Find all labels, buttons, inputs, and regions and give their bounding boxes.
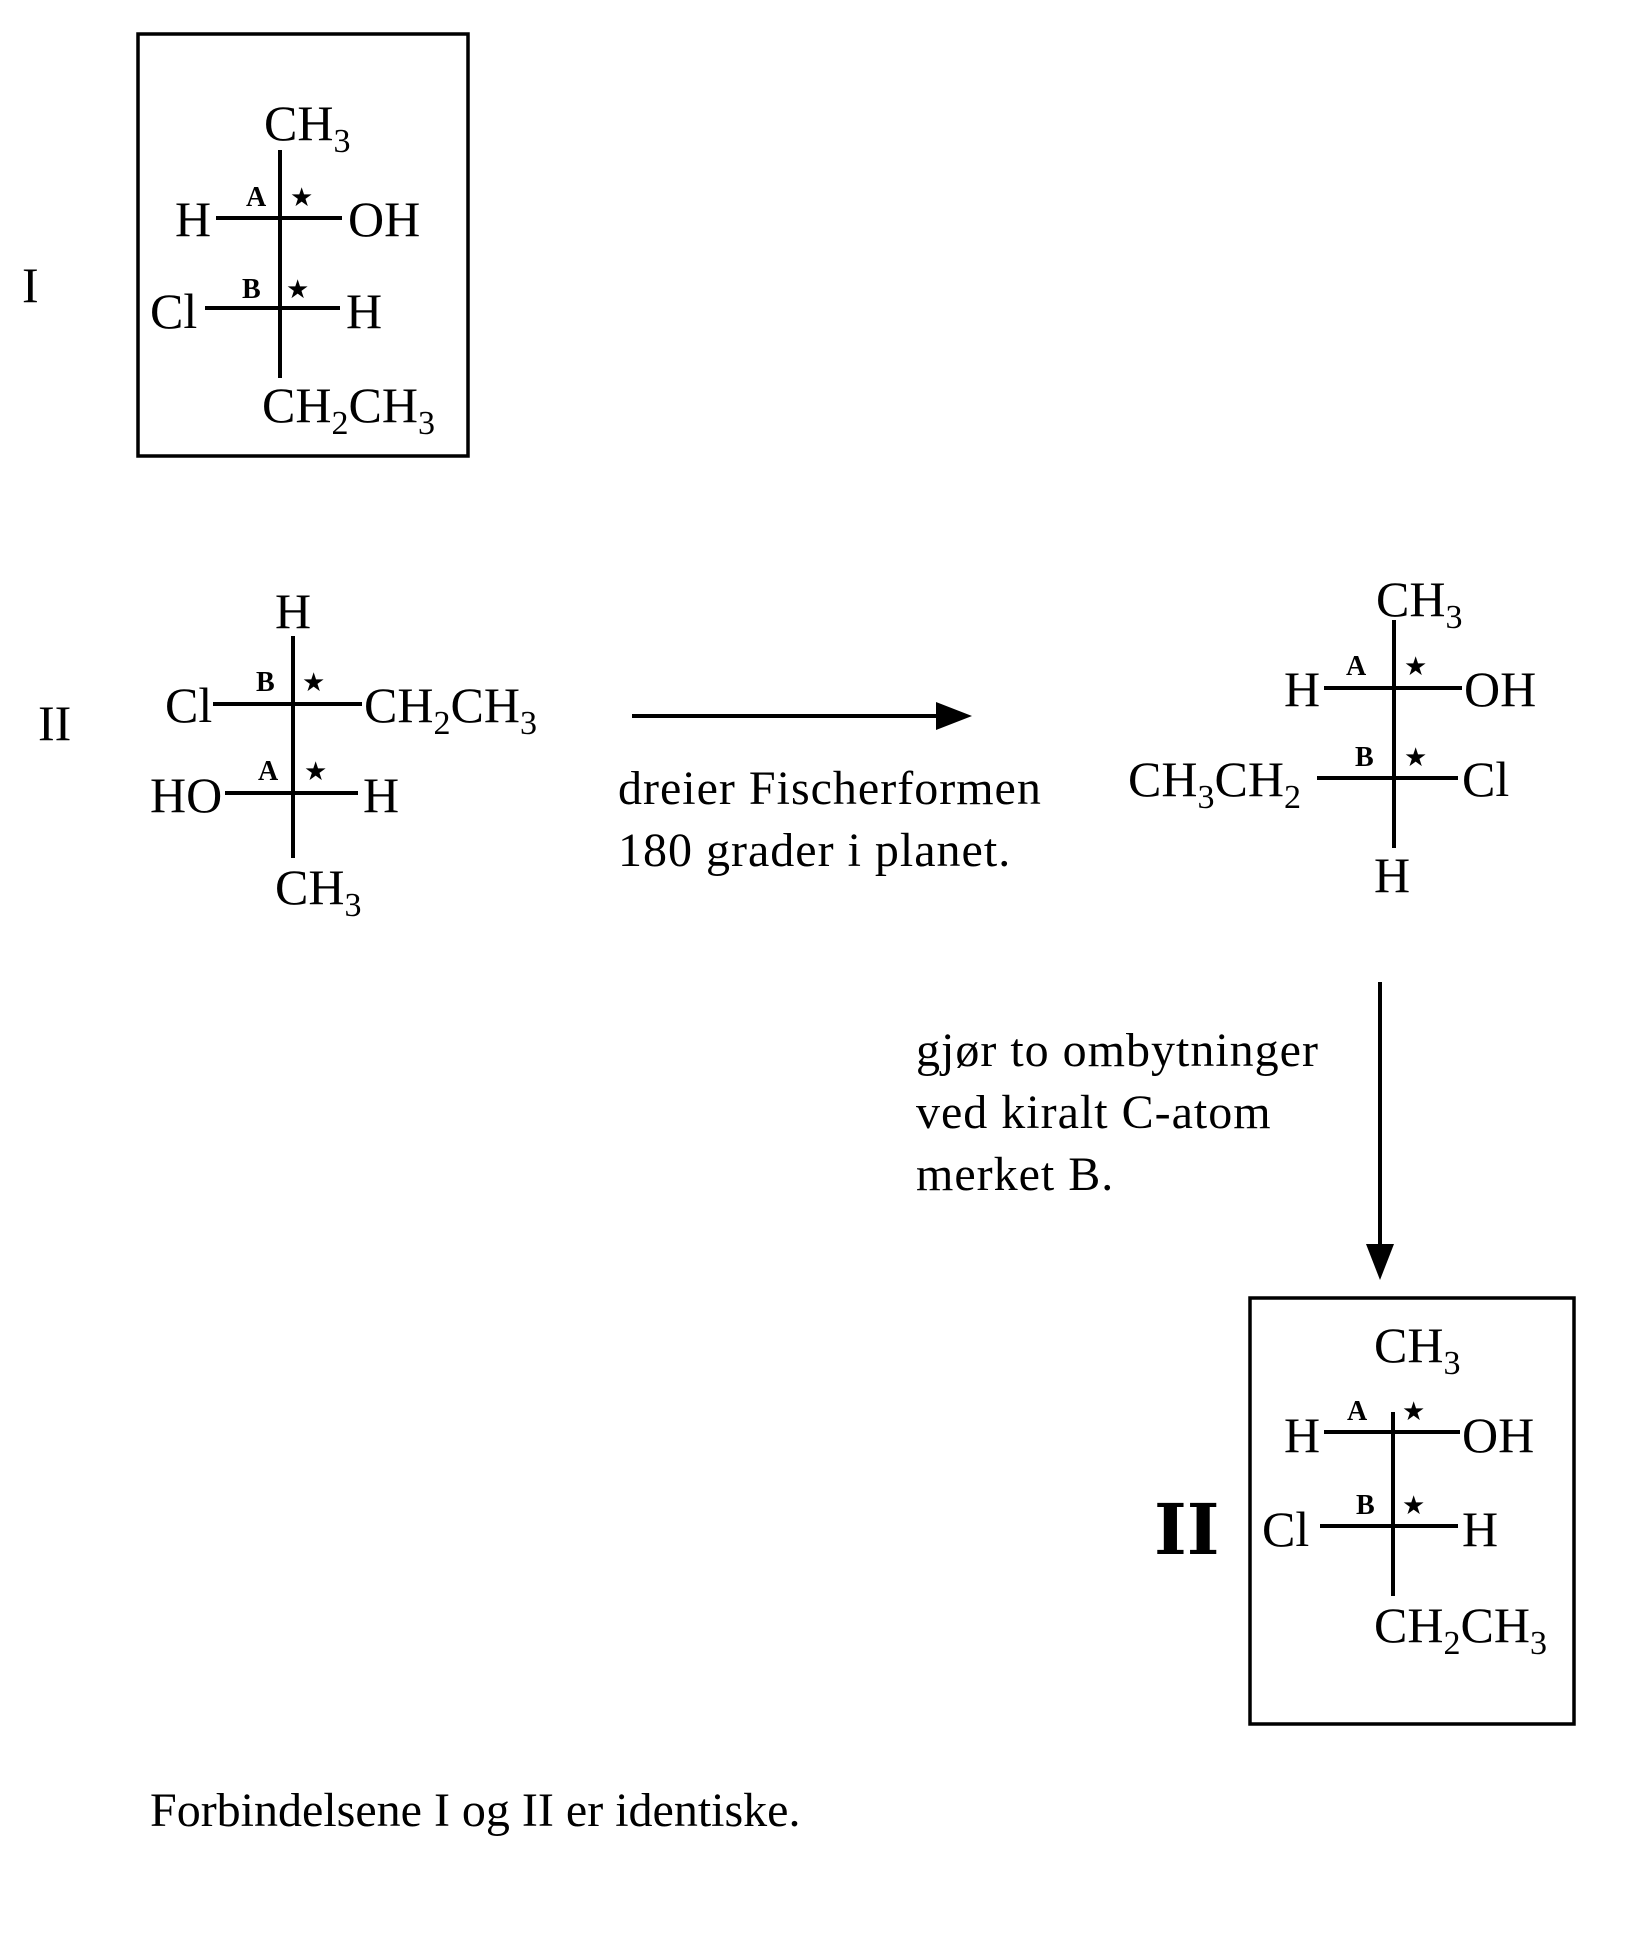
left-substituent: H <box>1284 1407 1320 1463</box>
bottom-group: H <box>1374 847 1410 903</box>
compound-II-box <box>1248 1296 1576 1726</box>
rotate-note-line-1: dreier Fischerformen <box>618 762 1042 815</box>
top-group: H <box>275 583 311 639</box>
chiral-star: ★ <box>1402 1491 1425 1520</box>
center-label-A: A <box>1347 1396 1368 1427</box>
right-substituent: OH <box>1462 1407 1534 1463</box>
fischer-projection-II-final: CH3 H OH A ★ Cl H B ★ CH2CH3 <box>1262 1317 1547 1662</box>
right-substituent: H <box>1462 1501 1498 1557</box>
fischer-projection-II-original: H Cl CH2CH3 B ★ HO H A ★ CH3 <box>150 583 537 924</box>
rotate-note-line-2: 180 grader i planet. <box>618 824 1011 877</box>
chiral-star: ★ <box>1404 743 1427 772</box>
chiral-star: ★ <box>286 275 309 304</box>
bottom-group: CH2CH3 <box>1374 1597 1547 1662</box>
left-substituent: Cl <box>1262 1501 1309 1557</box>
swap-note-line-3: merket B. <box>916 1148 1114 1201</box>
compound-label-I: I <box>22 257 39 313</box>
center-label-B: B <box>242 274 261 305</box>
right-substituent: OH <box>348 191 420 247</box>
center-label-A: A <box>258 756 279 787</box>
chiral-star: ★ <box>1402 1397 1425 1426</box>
compound-label-II-handwritten: II <box>1154 1488 1220 1571</box>
left-substituent: H <box>175 191 211 247</box>
top-group: CH3 <box>264 95 350 160</box>
fischer-projection-I: CH3 H OH A ★ Cl H B ★ CH2CH3 <box>150 95 435 442</box>
chiral-star: ★ <box>1404 652 1427 681</box>
left-substituent: CH3CH2 <box>1128 751 1301 816</box>
chiral-star: ★ <box>302 668 325 697</box>
bottom-group: CH2CH3 <box>262 377 435 442</box>
center-label-A: A <box>246 182 267 213</box>
top-group: CH3 <box>1374 1317 1460 1382</box>
compound-I-box <box>136 32 470 458</box>
fischer-projection-II-rotated: CH3 H OH A ★ CH3CH2 Cl B ★ H <box>1128 571 1536 903</box>
top-group: CH3 <box>1376 571 1462 636</box>
conclusion-text: Forbindelsene I og II er identiske. <box>150 1784 800 1837</box>
chiral-star: ★ <box>290 183 313 212</box>
right-substituent: CH2CH3 <box>364 677 537 742</box>
swap-note-line-2: ved kiralt C-atom <box>916 1086 1272 1139</box>
bottom-group: CH3 <box>275 859 361 924</box>
rotate-arrow <box>632 702 972 730</box>
left-substituent: Cl <box>165 677 212 733</box>
center-label-B: B <box>1356 1490 1375 1521</box>
left-substituent: Cl <box>150 283 197 339</box>
chiral-star: ★ <box>304 757 327 786</box>
right-substituent: Cl <box>1462 751 1509 807</box>
right-substituent: OH <box>1464 661 1536 717</box>
left-substituent: HO <box>150 767 222 823</box>
center-label-B: B <box>256 667 275 698</box>
center-label-A: A <box>1346 651 1367 682</box>
right-substituent: H <box>346 283 382 339</box>
left-substituent: H <box>1284 661 1320 717</box>
swap-note-line-1: gjør to ombytninger <box>916 1024 1319 1077</box>
compound-label-II: II <box>38 695 71 751</box>
center-label-B: B <box>1355 742 1374 773</box>
swap-arrow <box>1366 982 1394 1280</box>
right-substituent: H <box>363 767 399 823</box>
